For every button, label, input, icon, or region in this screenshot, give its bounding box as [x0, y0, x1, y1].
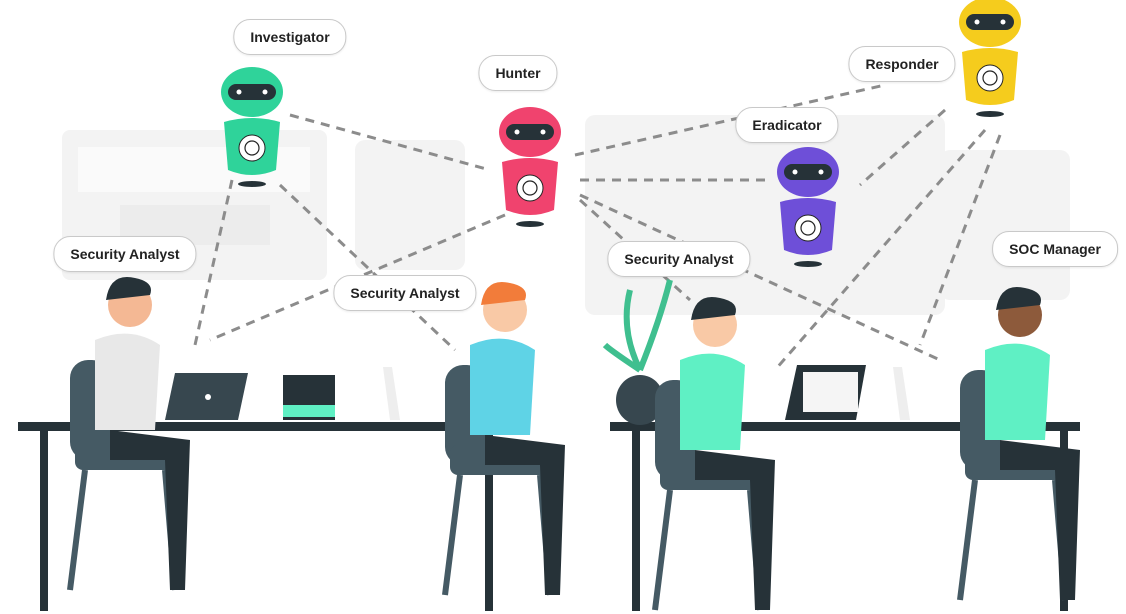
- network-icon: [794, 214, 822, 242]
- connection-line: [579, 193, 941, 362]
- person-analyst-3: [652, 296, 775, 611]
- robot-eradicator: [777, 147, 839, 267]
- person-analyst-1: [67, 276, 190, 591]
- agent-label-eradicator: Eradicator: [735, 107, 839, 143]
- background-shapes: [62, 115, 1070, 315]
- connection-line: [289, 113, 491, 172]
- agent-label-investigator: Investigator: [233, 19, 347, 55]
- robot-responder: [959, 0, 1021, 117]
- network-icon: [976, 64, 1004, 92]
- robot-hunter: [499, 107, 561, 227]
- robot-investigator: [221, 67, 283, 187]
- agent-label-hunter: Hunter: [478, 55, 558, 91]
- person-soc-manager: [957, 286, 1080, 601]
- plant: [602, 279, 673, 425]
- people: [67, 276, 1080, 611]
- network-icon: [516, 174, 544, 202]
- connection-line: [278, 183, 457, 352]
- person-label-analyst-1: Security Analyst: [53, 236, 197, 272]
- connection-lines: [193, 83, 1002, 371]
- agent-label-responder: Responder: [848, 46, 956, 82]
- person-label-analyst-3: Security Analyst: [607, 241, 751, 277]
- connection-line: [859, 108, 946, 187]
- robots: [221, 0, 1021, 267]
- person-label-analyst-2: Security Analyst: [333, 275, 477, 311]
- connection-line: [574, 83, 886, 157]
- connection-line: [918, 134, 1002, 346]
- network-icon: [238, 134, 266, 162]
- laptops: [165, 365, 910, 420]
- connection-line: [193, 179, 234, 346]
- person-analyst-2: [442, 281, 565, 596]
- person-label-soc-manager: SOC Manager: [992, 231, 1118, 267]
- connection-line: [578, 198, 692, 302]
- connection-line: [773, 129, 987, 371]
